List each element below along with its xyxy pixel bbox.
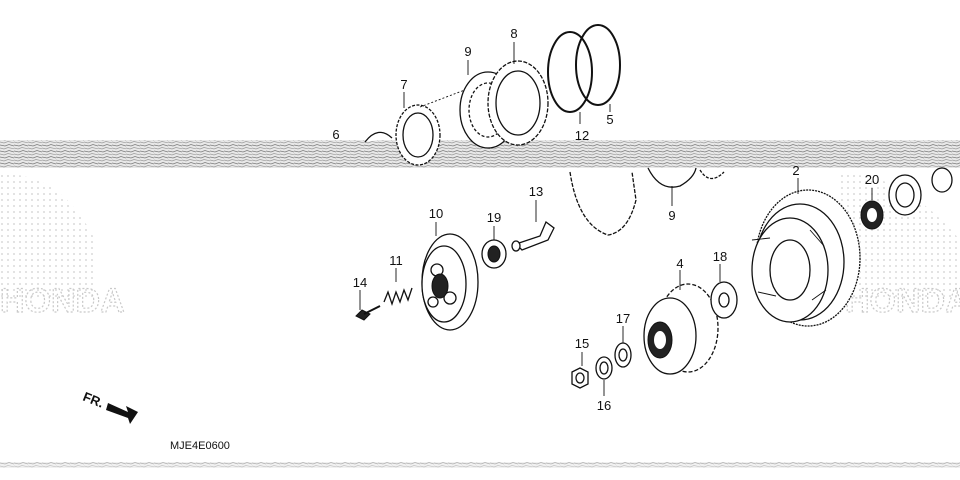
part-12-ring <box>547 31 593 113</box>
watermark-text-left: HONDA <box>0 282 125 320</box>
callout-20: 20 <box>865 172 879 187</box>
callout-12: 12 <box>575 128 589 143</box>
part-washer-right <box>931 167 953 193</box>
part-8-friction-disk <box>487 60 549 146</box>
part-10-pressure-plate <box>421 233 479 331</box>
part-9-clutch-plate-lower <box>647 167 697 188</box>
callout-17: 17 <box>616 311 630 326</box>
part-16-lock-washer <box>595 356 613 380</box>
callout-4: 4 <box>676 256 683 271</box>
callout-19: 19 <box>487 210 501 225</box>
callout-9-top: 9 <box>464 44 471 59</box>
diagram-code: MJE4E0600 <box>170 440 230 452</box>
part-18-thrust-washer <box>710 281 738 319</box>
part-2-clutch-outer <box>751 189 861 327</box>
callout-11: 11 <box>389 253 403 268</box>
callout-8: 8 <box>510 26 517 41</box>
part-collar <box>888 174 922 216</box>
part-20-needle-bearing <box>860 200 884 230</box>
part-6-disk <box>364 131 393 143</box>
part-disk-edge <box>699 169 725 180</box>
part-17-washer <box>614 342 632 368</box>
callout-9-bottom: 9 <box>668 208 675 223</box>
part-friction-disk-lower <box>569 171 637 236</box>
callout-16: 16 <box>597 398 611 413</box>
part-15-lock-nut <box>571 367 589 389</box>
part-5-ring <box>575 24 621 106</box>
part-4-clutch-center <box>643 283 719 375</box>
part-14-bolt <box>355 305 381 321</box>
callout-10: 10 <box>429 206 443 221</box>
front-direction-arrow <box>106 403 138 424</box>
callout-13: 13 <box>529 184 543 199</box>
scan-band-bottom <box>0 462 960 468</box>
part-19-bearing <box>481 239 507 269</box>
part-11-spring <box>383 287 413 307</box>
callout-7: 7 <box>400 77 407 92</box>
direction-label: FR. <box>81 389 106 411</box>
callout-5: 5 <box>606 112 613 127</box>
callout-6: 6 <box>332 127 339 142</box>
part-7-friction-disk <box>395 104 441 166</box>
callout-15: 15 <box>575 336 589 351</box>
callout-18: 18 <box>713 249 727 264</box>
part-13-lifter-rod <box>511 220 555 252</box>
callout-2: 2 <box>792 163 799 178</box>
watermark-text-right: HONDA <box>845 282 960 320</box>
callout-14: 14 <box>353 275 367 290</box>
